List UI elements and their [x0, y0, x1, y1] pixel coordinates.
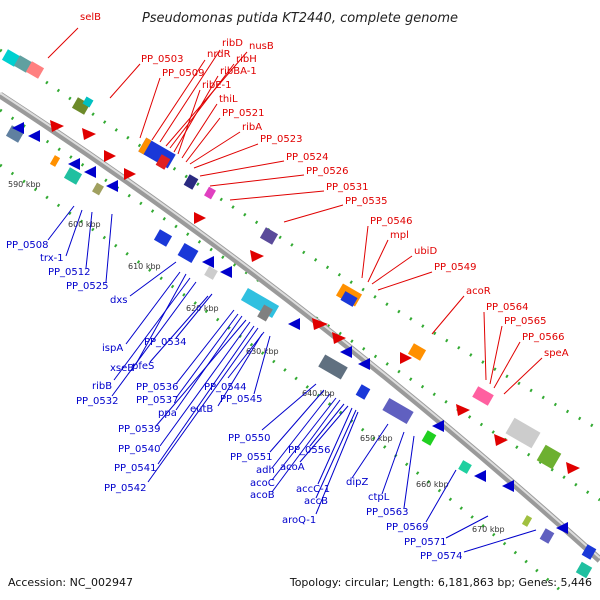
- gene-label: dipZ: [346, 477, 368, 488]
- genome-backbone-highlight: [0, 92, 600, 559]
- gene-label: PP_0563: [366, 507, 409, 518]
- gene-label: acoB: [250, 490, 275, 501]
- gene-label: nrdR: [207, 49, 231, 60]
- gene-label: accB: [304, 496, 328, 507]
- gene-label: ribA: [242, 122, 262, 133]
- accession-text: Accession: NC_002947: [8, 576, 133, 589]
- gene-label: ispA: [102, 343, 123, 354]
- gene-label: PP_0550: [228, 433, 271, 444]
- topology-text: Topology: circular; Length: 6,181,863 bp…: [289, 576, 592, 589]
- map-title: Pseudomonas putida KT2440, complete geno…: [142, 11, 458, 26]
- gene-label: ribB: [92, 381, 112, 392]
- gene-label: pfeS: [132, 361, 154, 372]
- gene-label: PP_0523: [260, 134, 303, 145]
- tick-label: 600 kbp: [68, 220, 101, 229]
- tick-label: 650 kbp: [360, 434, 393, 443]
- forward-gene-arrows: [50, 120, 580, 474]
- gene-label: adh: [256, 465, 275, 476]
- gene-label: selB: [80, 12, 101, 23]
- gene-label: PP_0551: [230, 452, 273, 463]
- gene-label: PP_0569: [386, 522, 429, 533]
- tick-label: 610 kbp: [128, 262, 161, 271]
- gene-label: PP_0542: [104, 483, 147, 494]
- gene-label: ribBA-1: [220, 66, 257, 77]
- gene-label: PP_0549: [434, 262, 477, 273]
- gene-label: PP_0508: [6, 240, 49, 251]
- gene-label: PP_0571: [404, 537, 447, 548]
- gene-label: mpl: [390, 230, 409, 241]
- gene-label: PP_0531: [326, 182, 369, 193]
- gene-label: ribH: [236, 54, 257, 65]
- gene-label: PP_0526: [306, 166, 349, 177]
- gene-label: PP_0503: [141, 54, 184, 65]
- gene-label: eutB: [190, 404, 213, 415]
- gene-label: accC-1: [296, 484, 330, 495]
- gene-label: PP_0536: [136, 382, 179, 393]
- reverse-gene-arrows: [12, 122, 568, 534]
- tick-label: 640 kbp: [302, 389, 335, 398]
- gene-label: ubiD: [414, 246, 437, 257]
- gene-label: ppa: [158, 408, 177, 419]
- gene-label: thiL: [219, 94, 238, 105]
- gene-label: PP_0544: [204, 382, 247, 393]
- gene-label: PP_0541: [114, 463, 157, 474]
- gene-label: PP_0524: [286, 152, 329, 163]
- gene-label: aroQ-1: [282, 515, 316, 526]
- outer-track-dots: [0, 48, 600, 432]
- tick-label: 630 kbp: [246, 347, 279, 356]
- gene-label: ribD: [222, 38, 243, 49]
- gene-label: PP_0525: [66, 281, 109, 292]
- gene-label: PP_0521: [222, 108, 265, 119]
- gene-label: PP_0509: [162, 68, 205, 79]
- gene-label: PP_0540: [118, 444, 161, 455]
- genome-backbone: [0, 92, 600, 563]
- gene-label: acoC: [250, 478, 275, 489]
- gene-label: PP_0535: [345, 196, 388, 207]
- tick-label: 590 kbp: [8, 180, 41, 189]
- gene-label: PP_0564: [486, 302, 529, 313]
- gene-label: trx-1: [40, 253, 64, 264]
- gene-label: PP_0512: [48, 267, 91, 278]
- gene-label: PP_0545: [220, 394, 263, 405]
- gene-label: PP_0546: [370, 216, 413, 227]
- tick-label: 670 kbp: [472, 525, 505, 534]
- gene-label: acoA: [280, 462, 305, 473]
- top-gene-labels: selB PP_0503 PP_0509 nrdR ribD nusB ribH…: [47, 12, 569, 395]
- gene-label: PP_0537: [136, 395, 179, 406]
- gene-label: PP_0539: [118, 424, 161, 435]
- gene-label: nusB: [249, 41, 274, 52]
- gene-label: PP_0574: [420, 551, 463, 562]
- gene-label: PP_0532: [76, 396, 119, 407]
- gene-label: speA: [544, 348, 569, 359]
- gene-label: PP_0534: [144, 337, 187, 348]
- gene-label: ribE-1: [202, 80, 232, 91]
- gene-label: PP_0565: [504, 316, 547, 327]
- gene-label: ctpL: [368, 492, 390, 503]
- bottom-gene-labels: PP_0508 trx-1 PP_0512 PP_0525 dxs ispA x…: [6, 205, 537, 562]
- scale-ticks: 590 kbp 600 kbp 610 kbp 620 kbp 630 kbp …: [8, 180, 505, 534]
- gene-label: dxs: [110, 295, 127, 306]
- gene-label: acoR: [466, 286, 491, 297]
- gene-label: PP_0566: [522, 332, 565, 343]
- tick-label: 660 kbp: [416, 480, 449, 489]
- feature-blocks: [1, 49, 597, 579]
- tick-label: 620 kbp: [186, 304, 219, 313]
